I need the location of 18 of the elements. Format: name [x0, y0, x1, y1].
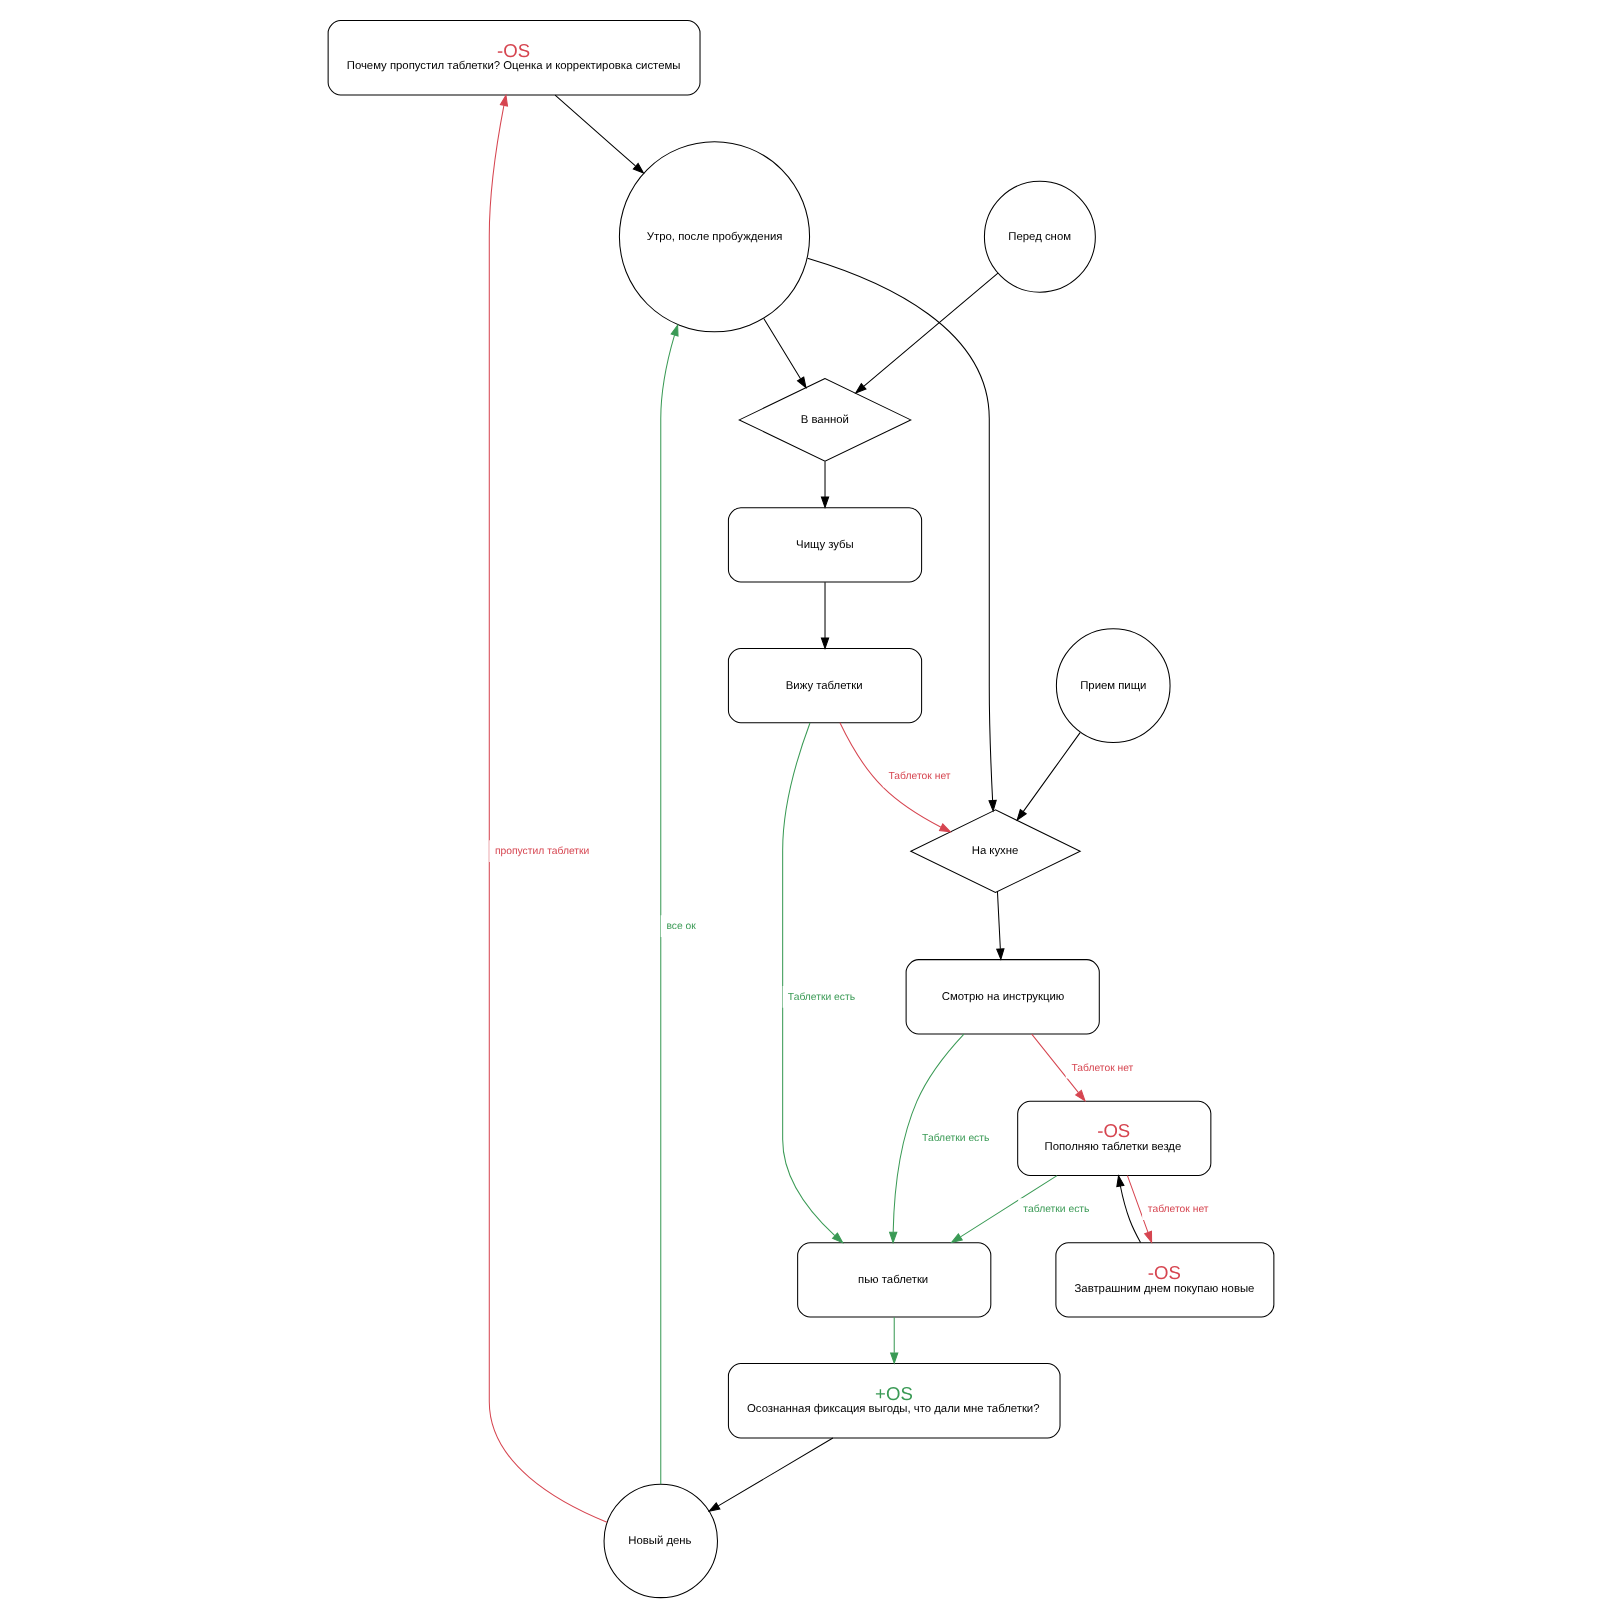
- arrow: [819, 461, 829, 509]
- arrow: [1030, 1033, 1085, 1102]
- arrow: [838, 722, 951, 833]
- arrow: [762, 318, 806, 389]
- arrow: [806, 257, 996, 813]
- arrow: [1115, 1174, 1141, 1243]
- arrow: [1125, 1175, 1152, 1244]
- arrow: [1015, 732, 1080, 822]
- arrow: [853, 272, 998, 394]
- arrow: [888, 1316, 898, 1365]
- arrow: [819, 581, 829, 650]
- arrow: [706, 1437, 833, 1513]
- arrow: [781, 722, 843, 1244]
- arrow: [994, 891, 1004, 961]
- arrow: [553, 94, 644, 175]
- arrow: [949, 1175, 1057, 1244]
- arrow: [887, 1033, 964, 1245]
- arrow: [659, 323, 678, 1485]
